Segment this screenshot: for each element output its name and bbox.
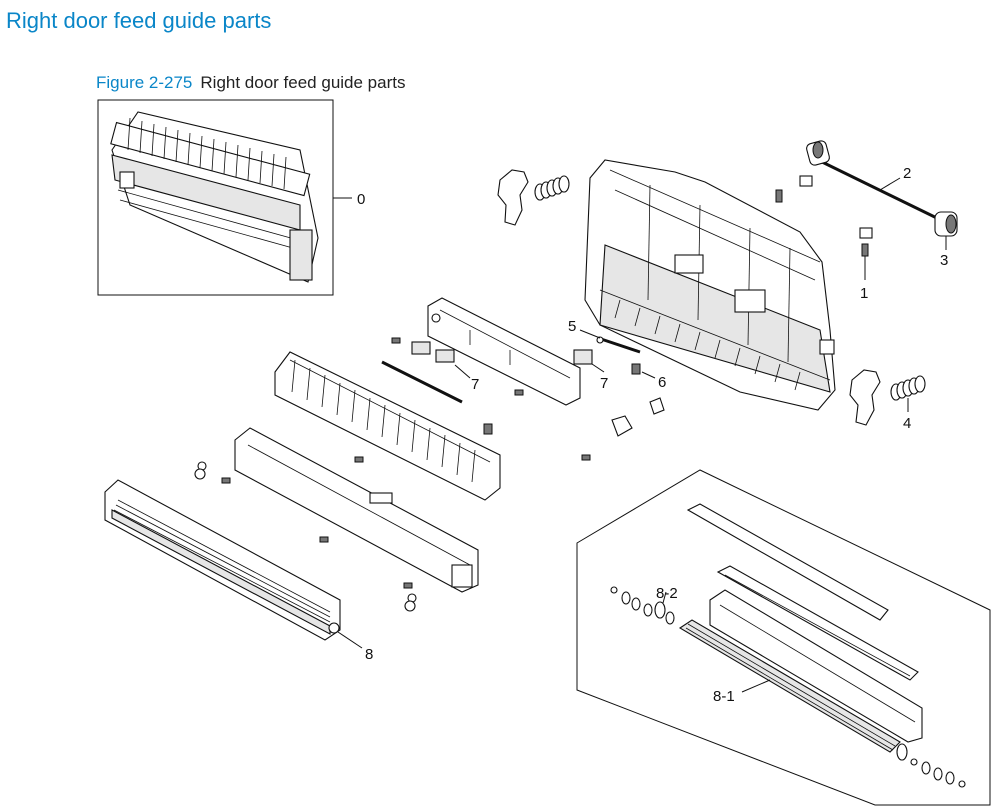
spring-top — [534, 175, 570, 201]
hinge-arm-left — [497, 169, 529, 226]
actuator-arm-5 — [596, 336, 641, 354]
feed-roller-8-1 — [678, 619, 901, 753]
callout-7-left: 7 — [471, 376, 479, 393]
callout-1: 1 — [860, 285, 868, 302]
sensor-bracket — [427, 297, 581, 406]
callout-8-1: 8-1 — [713, 688, 735, 705]
callout-5: 5 — [568, 318, 576, 335]
callout-6: 6 — [658, 374, 666, 391]
bushings-right — [896, 743, 966, 788]
cover-plate — [686, 503, 889, 621]
callout-2: 2 — [903, 165, 911, 182]
roller-assembly-8 — [104, 479, 341, 641]
small-bracket — [611, 397, 665, 437]
lower-guide-bracket — [234, 427, 479, 593]
assembly-inset: 0 — [97, 99, 365, 296]
clip-springs — [194, 461, 417, 612]
bushings-left — [610, 586, 675, 625]
roller-exploded-inset: 8-2 8-1 — [576, 469, 991, 806]
spring-6 — [631, 363, 641, 375]
callout-8: 8 — [365, 646, 373, 663]
figure-number: Figure 2-275 — [96, 73, 193, 92]
screws-middle — [221, 337, 591, 589]
feed-guide-ribbed — [274, 351, 501, 501]
roller-frame — [709, 589, 923, 743]
spring-right — [890, 375, 926, 401]
clip-small-top — [799, 175, 873, 239]
callout-3: 3 — [940, 252, 948, 269]
sensor-holder-strip — [381, 360, 463, 404]
frame-rail — [716, 565, 919, 681]
figure-caption: Figure 2-275 Right door feed guide parts — [96, 73, 405, 93]
hinge-arm-right — [849, 369, 881, 426]
right-door-frame — [584, 159, 836, 411]
callout-4: 4 — [903, 415, 911, 432]
figure-caption-text: Right door feed guide parts — [200, 73, 406, 92]
callout-8-2: 8-2 — [656, 585, 678, 602]
roller-shaft — [806, 140, 946, 224]
callout-0: 0 — [357, 191, 365, 208]
sensor-7-left — [411, 341, 455, 363]
roller — [934, 211, 958, 237]
assembled-feed-guide — [110, 111, 319, 283]
callout-7-right: 7 — [600, 375, 608, 392]
page-title: Right door feed guide parts — [6, 8, 272, 33]
sensor-7-right — [573, 349, 593, 365]
